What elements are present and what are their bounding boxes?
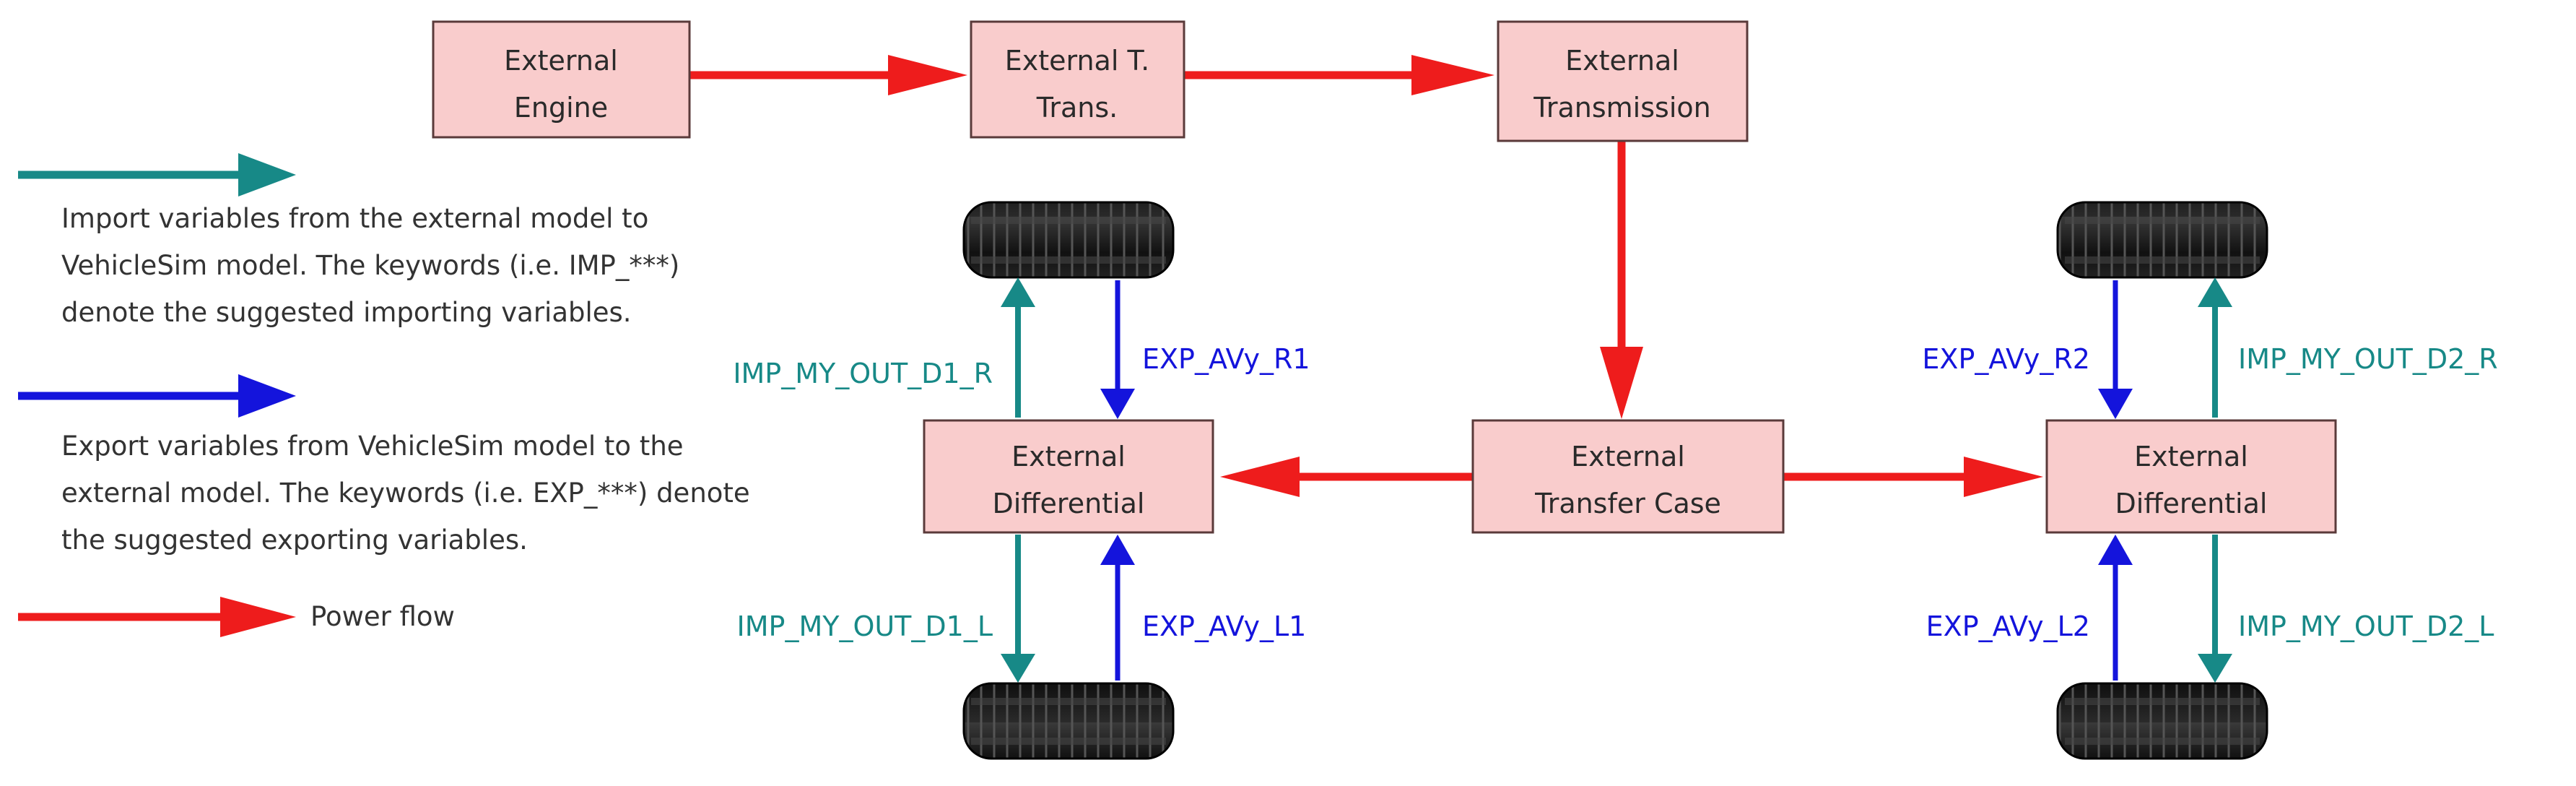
- box-trans-line1: External: [1565, 45, 1679, 77]
- power-arrow-engine-to-tt: [689, 55, 967, 95]
- label-imp-d1-l: IMP_MY_OUT_D1_L: [737, 610, 993, 642]
- box-diff-rear-line2: Differential: [2115, 488, 2268, 519]
- export-arrows: [1100, 280, 2133, 681]
- box-transmission: External Transmission: [1497, 20, 1749, 142]
- label-exp-r1: EXP_AVy_R1: [1142, 343, 1310, 375]
- export-arrow-l2: [2098, 535, 2133, 681]
- box-diff-front: External Differential: [923, 419, 1214, 534]
- tire-icon-front-right: [962, 201, 1175, 279]
- import-arrows: [1001, 277, 2232, 683]
- legend-import-line3: denote the suggested importing variables…: [61, 297, 632, 328]
- label-imp-d1-r: IMP_MY_OUT_D1_R: [733, 358, 993, 389]
- tire-icon-rear-left: [2056, 682, 2268, 760]
- box-diff-front-line1: External: [1011, 441, 1126, 472]
- box-tt-line2: Trans.: [1036, 92, 1118, 124]
- box-tc-line1: External: [1571, 441, 1685, 472]
- power-arrows: [689, 55, 2043, 497]
- legend-export-line3: the suggested exporting variables.: [61, 524, 528, 556]
- legend-import-line1: Import variables from the external model…: [61, 203, 648, 234]
- import-arrow-d1-r: [1001, 277, 1035, 418]
- box-trans-line2: Transmission: [1533, 92, 1710, 124]
- legend-export-line1: Export variables from VehicleSim model t…: [61, 431, 684, 462]
- box-diff-rear-line1: External: [2134, 441, 2248, 472]
- power-arrow-tc-to-diff-front: [1220, 457, 1473, 497]
- label-imp-d2-l: IMP_MY_OUT_D2_L: [2238, 610, 2494, 642]
- box-diff-front-line2: Differential: [993, 488, 1145, 519]
- box-transfer-case: External Transfer Case: [1471, 419, 1785, 534]
- legend-power-arrow-icon: [18, 597, 296, 637]
- export-arrow-r2: [2098, 280, 2133, 419]
- legend-import-line2: VehicleSim model. The keywords (i.e. IMP…: [61, 250, 679, 281]
- label-exp-r2: EXP_AVy_R2: [1922, 343, 2090, 375]
- export-arrow-r1: [1100, 280, 1135, 419]
- box-diff-rear: External Differential: [2045, 419, 2337, 534]
- box-torque-converter: External T. Trans.: [970, 20, 1185, 139]
- legend-power-label: Power flow: [310, 601, 455, 632]
- power-arrow-tc-to-diff-rear: [1783, 457, 2043, 497]
- box-tc-line2: Transfer Case: [1534, 488, 1721, 519]
- box-engine-line1: External: [504, 45, 618, 77]
- label-imp-d2-r: IMP_MY_OUT_D2_R: [2238, 343, 2498, 375]
- legend-export-line2: external model. The keywords (i.e. EXP_*…: [61, 478, 750, 509]
- legend-import-arrow-icon: [18, 153, 296, 196]
- box-engine: External Engine: [432, 20, 691, 139]
- import-arrow-d2-l: [2198, 535, 2232, 683]
- label-exp-l2: EXP_AVy_L2: [1926, 610, 2090, 642]
- tire-icon-front-left: [962, 682, 1175, 760]
- label-exp-l1: EXP_AVy_L1: [1142, 610, 1306, 642]
- legend-export-arrow-icon: [18, 374, 296, 418]
- power-arrow-tt-to-trans: [1184, 55, 1494, 95]
- tire-icon-rear-right: [2056, 201, 2268, 279]
- box-tt-line1: External T.: [1005, 45, 1150, 77]
- legend: Import variables from the external model…: [18, 153, 750, 637]
- power-arrow-trans-to-tc: [1600, 141, 1643, 419]
- import-arrow-d2-r: [2198, 277, 2232, 418]
- box-engine-line2: Engine: [514, 92, 608, 124]
- export-arrow-l1: [1100, 535, 1135, 681]
- import-arrow-d1-l: [1001, 535, 1035, 683]
